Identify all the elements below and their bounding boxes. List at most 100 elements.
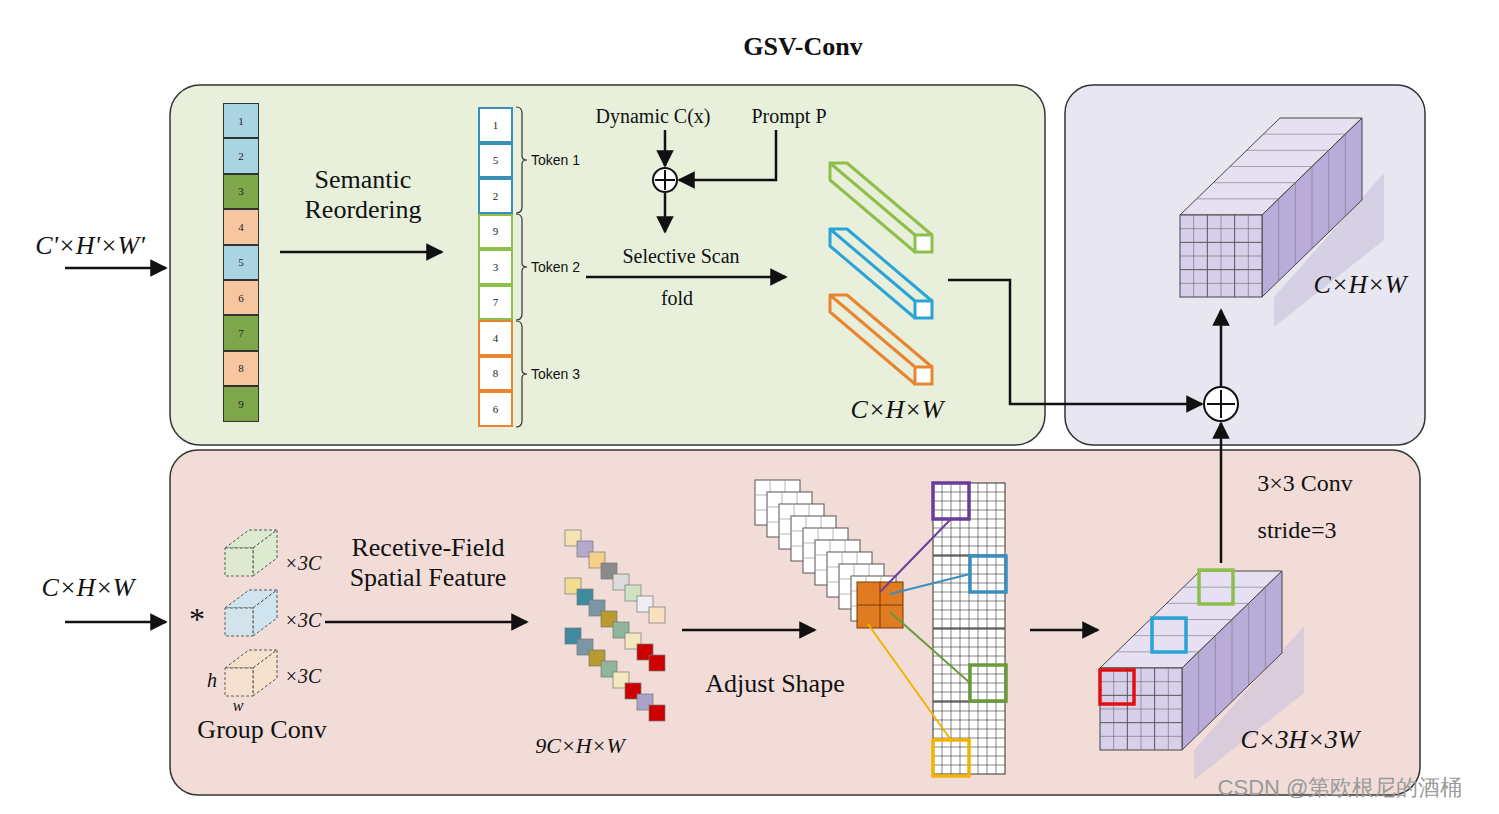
sequence-cell: 1 <box>223 103 259 138</box>
sequence-cell: 4 <box>223 209 259 244</box>
sequence-cell: 4 <box>478 320 513 356</box>
sequence-cell: 6 <box>478 391 513 427</box>
sum-symbol <box>1207 390 1235 418</box>
cell-number: 5 <box>493 154 499 166</box>
feature-square <box>649 705 665 721</box>
kernel-dimension: w <box>233 697 244 715</box>
cell-number: 7 <box>238 327 244 339</box>
cell-number: 6 <box>493 403 499 415</box>
sampled-window <box>970 556 1006 592</box>
semantic-panel <box>170 85 1045 445</box>
sequence-cell: 5 <box>478 143 513 179</box>
sum-arrow <box>664 193 667 232</box>
selected-block <box>857 582 903 628</box>
token-bar <box>830 229 932 318</box>
grid-column <box>933 556 1005 628</box>
selected-block <box>857 582 903 628</box>
sequence-cell: 9 <box>478 214 513 250</box>
channel-count: ×3C <box>285 665 322 688</box>
sum-symbol <box>1204 387 1238 421</box>
cell-number: 2 <box>238 150 244 162</box>
kernel-cube <box>225 590 277 636</box>
tensor-shape: C'×H'×W' <box>35 231 145 261</box>
cell-number: 9 <box>238 398 244 410</box>
reorder-arrow <box>280 251 442 254</box>
convolution-symbol: * <box>189 601 205 638</box>
channel-count: ×3C <box>285 552 322 575</box>
spatial-panel <box>170 450 1420 795</box>
grid-column <box>933 629 1005 701</box>
operation-label: Group Conv <box>197 715 326 745</box>
input-label: Prompt P <box>751 105 826 128</box>
leader-line <box>890 574 970 594</box>
cell-number: 3 <box>493 261 499 273</box>
tensor-shape: 9C×H×W <box>535 733 625 758</box>
tensor-shape: C×H×W <box>851 395 944 425</box>
cell-number: 2 <box>493 190 499 202</box>
output-arrow <box>1220 310 1223 386</box>
leader-line <box>868 624 951 740</box>
feature-square <box>649 607 665 623</box>
operation-label: Selective Scan <box>622 245 739 268</box>
operation-label: stride=3 <box>1258 517 1337 545</box>
sequence-cell: 3 <box>478 249 513 285</box>
channel-count: ×3C <box>285 609 322 632</box>
input-arrow <box>65 621 166 624</box>
tensor-shape: C×H×W <box>42 573 135 603</box>
sequence-cell: 2 <box>478 178 513 214</box>
cell-number: 7 <box>493 296 499 308</box>
sequence-cell: 2 <box>223 138 259 173</box>
sequence-cell: 6 <box>223 280 259 315</box>
feature-arrow <box>325 621 527 624</box>
tensor-shape: C×3H×3W <box>1241 725 1360 755</box>
cell-number: 9 <box>493 225 499 237</box>
sequence-cell: 5 <box>223 245 259 280</box>
cell-number: 1 <box>493 119 499 131</box>
dynamic-arrow <box>664 130 667 166</box>
scan-arrow <box>586 276 786 279</box>
cell-number: 1 <box>238 115 244 127</box>
feature-square <box>649 655 665 671</box>
sequence-cell: 8 <box>223 351 259 386</box>
kernel-cube <box>225 530 277 576</box>
sequence-cell: 9 <box>223 386 259 421</box>
operation-label: 3×3 Conv <box>1257 470 1353 498</box>
diagram-title: GSV-Conv <box>743 32 862 62</box>
cell-number: 6 <box>238 292 244 304</box>
token-label: Token 3 <box>531 366 580 382</box>
operation-label: Adjust Shape <box>705 669 844 699</box>
sequence-cell: 7 <box>478 285 513 321</box>
token-label: Token 1 <box>531 152 580 168</box>
cell-number: 4 <box>493 332 499 344</box>
cell-number: 8 <box>238 362 244 374</box>
token-label: Token 2 <box>531 259 580 275</box>
token-bar <box>830 163 932 252</box>
grid-column <box>933 483 1005 555</box>
token-brace <box>516 321 527 427</box>
sum-symbol <box>655 170 675 190</box>
cell-number: 5 <box>238 256 244 268</box>
input-label: Dynamic C(x) <box>596 105 711 128</box>
adjust-arrow <box>682 629 815 632</box>
token-brace <box>516 214 527 320</box>
tensor-shape: C×H×W <box>1314 270 1407 300</box>
operation-label: Recetive-Field Spatial Feature <box>349 533 507 593</box>
sequence-cell: 8 <box>478 356 513 392</box>
sampled-window <box>933 740 969 776</box>
cell-number: 4 <box>238 221 244 233</box>
sequence-cell: 7 <box>223 315 259 350</box>
reshape-arrow <box>1030 629 1098 632</box>
kernel-cube <box>225 650 277 696</box>
sampled-window <box>970 665 1006 701</box>
sampled-window <box>933 483 969 519</box>
sum-symbol <box>653 168 677 192</box>
cell-number: 8 <box>493 367 499 379</box>
merge-arrow <box>948 280 1202 404</box>
cell-number: 3 <box>238 185 244 197</box>
token-brace <box>516 107 527 213</box>
operation-label: fold <box>661 287 693 310</box>
output-panel <box>1065 85 1425 445</box>
operation-label: Semantic Reordering <box>303 165 424 225</box>
sequence-cell: 1 <box>478 107 513 143</box>
